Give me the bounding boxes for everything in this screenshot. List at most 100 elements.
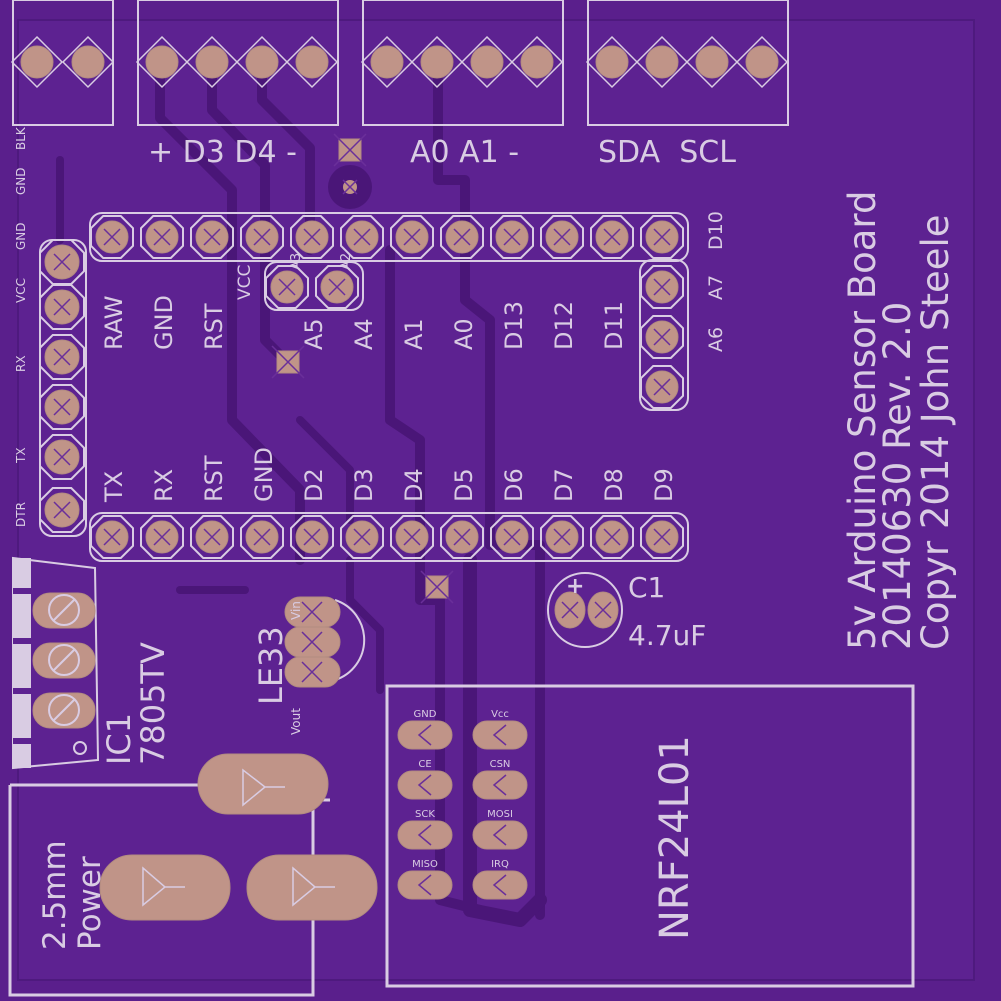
arduino-top-label: A1 [400,318,428,350]
arduino-a3a2-pin [265,265,309,309]
terminal-pad [61,35,115,89]
radio-pin-label: IRQ [491,859,509,870]
radio-pin-label: GND [414,709,437,720]
arduino-right-pin [640,365,684,409]
radio-pin: GND [397,709,453,750]
arduino-top-pin [90,215,134,259]
arduino-top-label: A5 [300,318,328,350]
arduino-top-label: D10 [705,211,727,250]
arduino-bottom-pin [590,515,634,559]
arduino-bottom-pin [440,515,484,559]
radio-pin: SCK [397,809,453,850]
header-pin [39,239,85,285]
le33-vout: Vout [289,708,303,735]
vias [271,133,454,604]
capacitor-c1: + C1 4.7uF [547,571,706,652]
title-line-1: 5v Arduino Sensor Board [841,191,884,650]
header-pin [39,434,85,480]
arduino-bottom-pin [90,515,134,559]
arduino-top-pin [390,215,434,259]
radio-pin-label: MISO [412,859,438,870]
ground-pour [17,19,975,981]
arduino-top-label: RST [200,303,228,350]
terminal-pad [460,35,514,89]
arduino-top-pin [490,215,534,259]
arduino-top-label: VCC [235,265,255,300]
arduino-right-label: A7 [705,275,727,300]
arduino-top-pin [340,215,384,259]
arduino-bottom-label: TX [100,471,128,503]
le33-name: LE33 [252,626,290,705]
c1-polarity: + [566,574,584,599]
terminal-pad [235,35,289,89]
arduino-bottom-label: D5 [450,468,478,502]
arduino-bottom-pin [390,515,434,559]
arduino-bottom-pin [240,515,284,559]
terminal-pad [510,35,564,89]
power-jack-label-1: 2.5mm [37,840,73,950]
radio-pin: IRQ [472,859,528,900]
header-pin [39,284,85,330]
left-label: VCC [14,278,28,303]
radio-pin: MISO [397,859,453,900]
arduino-bottom-label: D7 [550,468,578,502]
arduino-bottom-pin [140,515,184,559]
terminal-pad [360,35,414,89]
arduino-bottom-label: RX [150,469,178,502]
radio-pin-label: MOSI [487,809,513,820]
arduino-top-pin [440,215,484,259]
arduino-top-pin [590,215,634,259]
power-jack-label-2: Power [72,856,108,950]
terminal-pad [10,35,64,89]
arduino-bottom-pin [640,515,684,559]
left-label: GND [14,167,28,195]
top-connector-pads [10,35,789,89]
arduino-bottom-label: D8 [600,468,628,502]
arduino-top-label: GND [150,295,178,350]
via-square [271,345,305,379]
arduino-small-label: A2 [339,253,354,270]
power-jack: 2.5mm Power [8,753,378,997]
arduino-footprint [89,212,689,562]
radio-pin: MOSI [472,809,528,850]
arduino-top-label: D11 [600,301,628,350]
arduino-right-label: A6 [705,327,727,352]
terminal-pad [185,35,239,89]
title-line-3: Copyr 2014 John Steele [914,214,957,650]
connector-group1-label: + D3 D4 - [148,135,297,170]
arduino-small-label: A3 [289,253,304,270]
terminal-pad [735,35,789,89]
arduino-right-pin [640,315,684,359]
arduino-top-pin [240,215,284,259]
terminal-pad [285,35,339,89]
via-square [333,133,367,167]
radio-pin: CE [397,759,453,800]
ic1-part: 7805TV [134,642,172,765]
title-block: 5v Arduino Sensor Board 20140630 Rev. 2.… [841,191,957,650]
arduino-bottom-label: D6 [500,468,528,502]
left-label: BLK [14,126,28,150]
radio-name: NRF24L01 [652,735,698,940]
arduino-bottom-label: D9 [650,468,678,502]
left-label: GND [14,222,28,250]
arduino-top-pin [540,215,584,259]
left-label: DTR [14,502,28,527]
via-square [420,570,454,604]
arduino-bottom-pin [190,515,234,559]
arduino-bottom-label: RST [200,455,228,502]
ftdi-header [39,239,87,537]
header-pin [39,334,85,380]
arduino-top-pin [190,215,234,259]
arduino-top-label: D12 [550,301,578,350]
arduino-top-label: RAW [100,295,128,350]
connector-group3-label: SDA SCL [598,135,736,170]
c1-value: 4.7uF [628,619,706,652]
terminal-pad [135,35,189,89]
terminal-pad [410,35,464,89]
